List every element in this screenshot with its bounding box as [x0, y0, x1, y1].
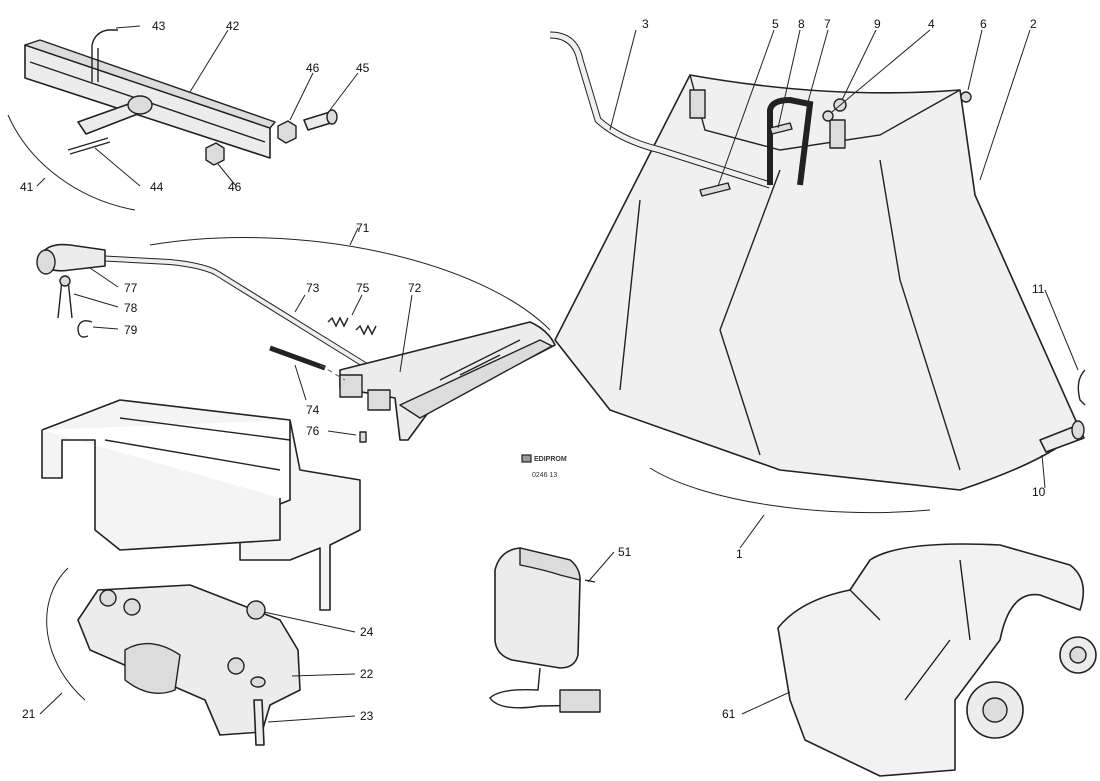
- callout-71: 71: [356, 221, 370, 235]
- cover-61: [777, 543, 1085, 777]
- nut-4: [822, 110, 834, 122]
- nut-46-upper: [277, 120, 297, 144]
- split-pin: [67, 137, 111, 155]
- callout-78: 78: [124, 301, 138, 315]
- callout-22: 22: [360, 667, 374, 681]
- nut-24: [246, 600, 266, 620]
- callout-41: 41: [20, 180, 34, 194]
- bolt-8: [769, 122, 793, 135]
- callout-72: 72: [408, 281, 422, 295]
- group-boundary-71: [149, 237, 551, 331]
- cover-assembly: [777, 543, 1097, 777]
- lever-housing-72: [339, 321, 556, 441]
- callout-labels: 43 42 46 45 41 44 46 71 73 75 72 77 78 7…: [20, 17, 1046, 723]
- callout-1: 1: [736, 547, 743, 561]
- lever-assembly: [36, 237, 556, 443]
- callout-46-upper: 46: [306, 61, 320, 75]
- hitch-pin-rod: [91, 29, 118, 82]
- callout-43: 43: [152, 19, 166, 33]
- callout-11: 11: [1032, 282, 1045, 296]
- callout-8: 8: [798, 17, 805, 31]
- bolt-23: [253, 699, 265, 746]
- nut-46-lower: [205, 142, 225, 166]
- callout-75: 75: [356, 281, 370, 295]
- callout-9: 9: [874, 17, 881, 31]
- callout-23: 23: [360, 709, 374, 723]
- callout-76: 76: [306, 424, 320, 438]
- logo-brand: EDIPROM: [534, 456, 567, 463]
- bag-assembly: [549, 31, 1086, 514]
- collection-bag-2: [554, 74, 1081, 491]
- callout-61: 61: [722, 707, 736, 721]
- base-assembly: [41, 399, 361, 746]
- spring-75-right: [355, 324, 377, 336]
- callout-21: 21: [22, 707, 36, 721]
- clip-11: [1077, 369, 1086, 406]
- callout-74: 74: [306, 403, 320, 417]
- callout-73: 73: [306, 281, 320, 295]
- callout-51: 51: [618, 545, 632, 559]
- callout-24: 24: [360, 625, 374, 639]
- callout-44: 44: [150, 180, 164, 194]
- publisher-logo: EDIPROM 0246 13: [521, 454, 567, 479]
- callout-79: 79: [124, 323, 138, 337]
- group-boundary-21: [46, 567, 86, 701]
- nut-6: [960, 91, 972, 103]
- callout-5: 5: [772, 17, 779, 31]
- hitch-bracket-assembly: [7, 29, 338, 211]
- charger-assembly: [489, 547, 601, 713]
- spring-75-left: [327, 316, 349, 328]
- charger-box: [494, 547, 581, 669]
- frame-rod-7: [767, 96, 814, 186]
- group-boundary-1: [649, 467, 931, 514]
- group-boundary-41: [7, 114, 136, 211]
- chassis-frame: [41, 399, 361, 611]
- callout-77: 77: [124, 281, 138, 295]
- callout-3: 3: [642, 17, 649, 31]
- callout-45: 45: [356, 61, 370, 75]
- pin-74: [269, 345, 326, 371]
- charger-cable: [489, 667, 601, 709]
- callout-46-lower: 46: [228, 180, 242, 194]
- clevis-pin-78: [57, 279, 73, 319]
- logo-code: 0246 13: [532, 472, 557, 479]
- leader-lines: [36, 25, 1079, 723]
- callout-6: 6: [980, 17, 987, 31]
- screw-76: [359, 431, 367, 443]
- callout-2: 2: [1030, 17, 1037, 31]
- callout-42: 42: [226, 19, 240, 33]
- r-clip-79: [77, 320, 93, 338]
- callout-7: 7: [824, 17, 831, 31]
- battery-tray: [77, 584, 301, 736]
- callout-10: 10: [1032, 485, 1046, 499]
- callout-4: 4: [928, 17, 935, 31]
